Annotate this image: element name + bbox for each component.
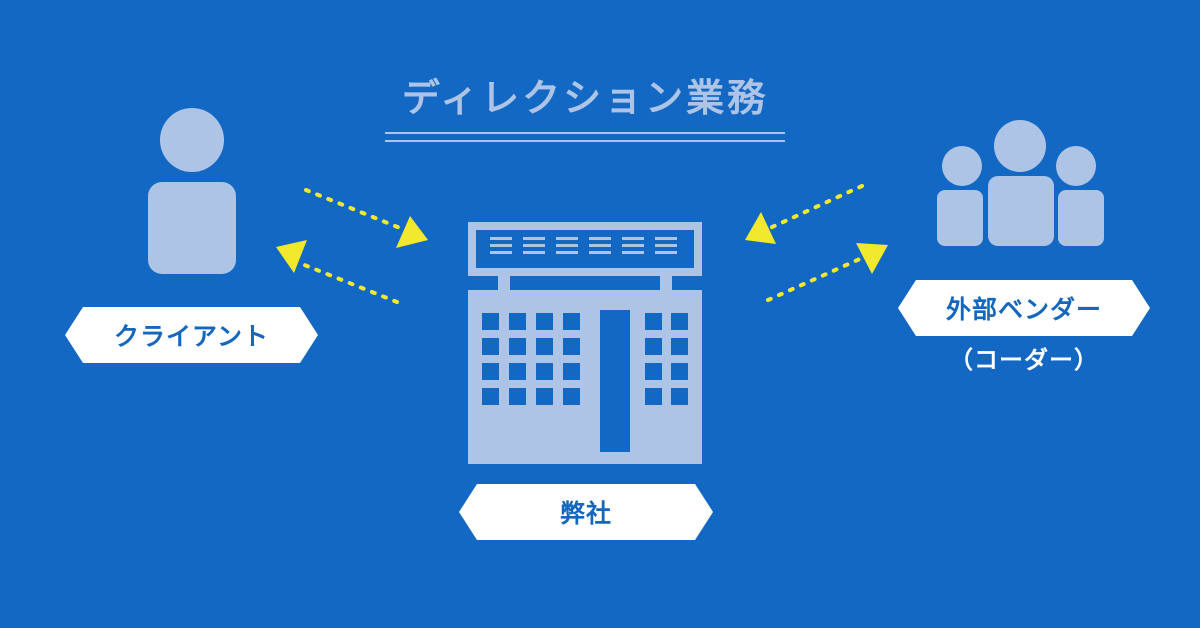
- vendor-label: 外部ベンダー: [898, 280, 1150, 336]
- arrow-vendor-to-company: [745, 184, 864, 244]
- vendor-sublabel: （コーダー）: [949, 346, 1099, 374]
- client-label: クライアント: [65, 307, 318, 363]
- arrow-company-to-vendor: [766, 243, 888, 302]
- diagram-title: ディレクション業務: [401, 76, 769, 120]
- title-underline-top: [385, 132, 785, 134]
- group-icon: [937, 120, 1104, 246]
- person-icon: [148, 108, 236, 274]
- building-icon: [468, 222, 702, 464]
- company-label: 弊社: [459, 484, 713, 540]
- arrow-company-to-client: [276, 240, 399, 304]
- title-underline-bottom: [385, 140, 785, 142]
- arrow-client-to-company: [304, 188, 428, 248]
